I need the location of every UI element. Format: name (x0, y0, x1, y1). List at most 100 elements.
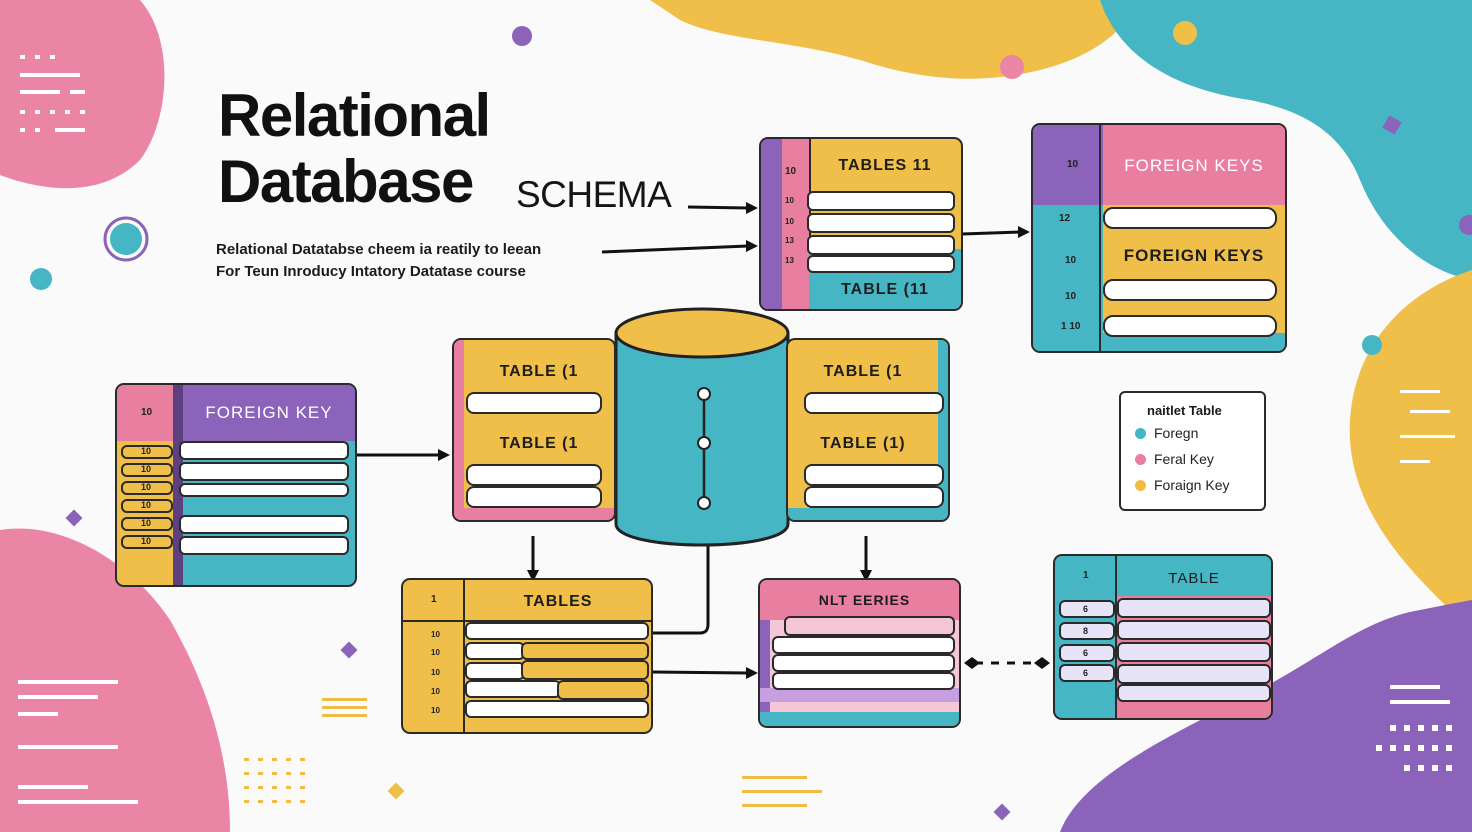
table-header: TABLES (523, 593, 593, 610)
table-header: FOREIGN KEYS (1124, 156, 1264, 175)
table-cell (557, 680, 649, 700)
table-row (1117, 664, 1271, 684)
table-header: TABLE (1 (823, 363, 903, 380)
title-subtitle: SCHEMA (516, 174, 672, 215)
cylinder-pin-middle (697, 436, 711, 450)
description-line-1: Relational Datatabse cheem ia reatily to… (216, 241, 542, 258)
corner-label: 1 (431, 594, 437, 605)
table-bottom-center: NLT EERIES (758, 578, 961, 728)
table-row (465, 642, 525, 660)
legend-item-label: Foraign Key (1154, 477, 1230, 493)
table-cell (521, 660, 649, 680)
row-label: 10 (141, 500, 152, 510)
table-header: TABLE (1) (820, 435, 906, 452)
table-mid-right: TABLE (1 TABLE (1) (786, 338, 950, 522)
title-line-2: Database (218, 148, 474, 215)
table-row (807, 235, 955, 255)
row-label: 10 (141, 482, 152, 492)
table-header: TABLE (1 (499, 363, 579, 380)
table-row (179, 462, 349, 481)
legend-item: Foraign Key (1135, 477, 1229, 493)
table-mid-left: TABLE (1 TABLE (1 (452, 338, 616, 522)
row-label: 10 (431, 687, 440, 696)
table-row (1117, 642, 1271, 662)
cylinder-pin-top (697, 387, 711, 401)
row-label: 6 (1083, 668, 1089, 678)
corner-label: 10 (141, 407, 153, 418)
row-label: 6 (1083, 604, 1089, 614)
table-row (784, 616, 955, 636)
table-bottom-left: TABLES 1 10 10 10 10 10 (401, 578, 653, 734)
row-key-cell (121, 463, 173, 477)
legend: naitlet Table Foregn Feral Key Foraign K… (1119, 391, 1266, 511)
yellow-blob-top-right (650, 0, 1140, 79)
table-header: FOREIGN KEYS (1123, 246, 1265, 265)
table-top-right: FOREIGN KEYS FOREIGN KEYS 10 12 10 10 1 … (1031, 123, 1287, 353)
row-key-cell (121, 535, 173, 549)
row-label: 10 (141, 536, 152, 546)
row-label: 10 (431, 706, 440, 715)
row-label: 10 (431, 668, 440, 677)
table-row (772, 636, 955, 654)
row-label: 8 (1083, 626, 1089, 636)
table-row (1117, 598, 1271, 618)
table-row (179, 441, 349, 460)
row-key-cell (121, 445, 173, 459)
row-label: 10 (141, 446, 152, 456)
row-key-cell (121, 499, 173, 513)
row-label: 6 (1083, 648, 1089, 658)
legend-item-label: Feral Key (1154, 451, 1214, 467)
table-row (804, 464, 944, 486)
row-label: 12 (1059, 213, 1071, 224)
row-label: 10 (785, 217, 794, 226)
row-key-cell (1059, 600, 1115, 618)
row-key-cell (1059, 622, 1115, 640)
table-row (179, 536, 349, 555)
table-row (807, 191, 955, 211)
row-label: 10 (1065, 255, 1077, 266)
teal-blob-right (1100, 0, 1472, 280)
table-header: NLT EERIES (818, 592, 911, 608)
table-header: TABLE (1 (499, 435, 579, 452)
table-row (807, 255, 955, 273)
yellow-blob-right (1349, 270, 1472, 630)
row-key-cell (1059, 644, 1115, 662)
table-row (466, 392, 602, 414)
table-row (465, 622, 649, 640)
table-row (1103, 315, 1277, 337)
legend-dot-pink (1135, 453, 1146, 465)
row-label: 10 (431, 648, 440, 657)
row-label: 10 (141, 464, 152, 474)
table-row (804, 486, 944, 508)
legend-item-label: Foregn (1154, 425, 1199, 441)
row-key-cell (121, 481, 173, 495)
table-cell (521, 642, 649, 660)
table-row (1103, 279, 1277, 301)
pink-blob-top-left (0, 0, 165, 189)
row-key-cell (121, 517, 173, 531)
legend-dot-teal (1135, 427, 1146, 439)
legend-title: naitlet Table (1147, 403, 1222, 418)
table-bottom-right: TABLE 1 6 8 6 6 (1053, 554, 1273, 720)
legend-dot-yellow (1135, 479, 1146, 491)
table-row (465, 680, 561, 698)
table-row (1117, 684, 1271, 702)
table-row (772, 654, 955, 672)
row-label: 10 (785, 196, 794, 205)
table-header: TABLE (11 (841, 281, 929, 298)
table-row (1117, 620, 1271, 640)
table-row (179, 515, 349, 534)
table-row (772, 672, 955, 690)
table-header: TABLE (1168, 569, 1220, 587)
corner-label: 1 (1083, 570, 1089, 581)
table-left-foreign-key: FOREIGN KEY 10 10 10 10 10 10 10 (115, 383, 357, 587)
legend-item: Feral Key (1135, 451, 1214, 467)
row-label: 10 (785, 166, 797, 177)
row-label: 10 (431, 630, 440, 639)
table-row (1103, 207, 1277, 229)
row-label: 13 (785, 236, 794, 245)
table-row (465, 662, 525, 680)
table-row (179, 483, 349, 497)
legend-item: Foregn (1135, 425, 1198, 441)
row-label: 1 10 (1061, 321, 1081, 332)
